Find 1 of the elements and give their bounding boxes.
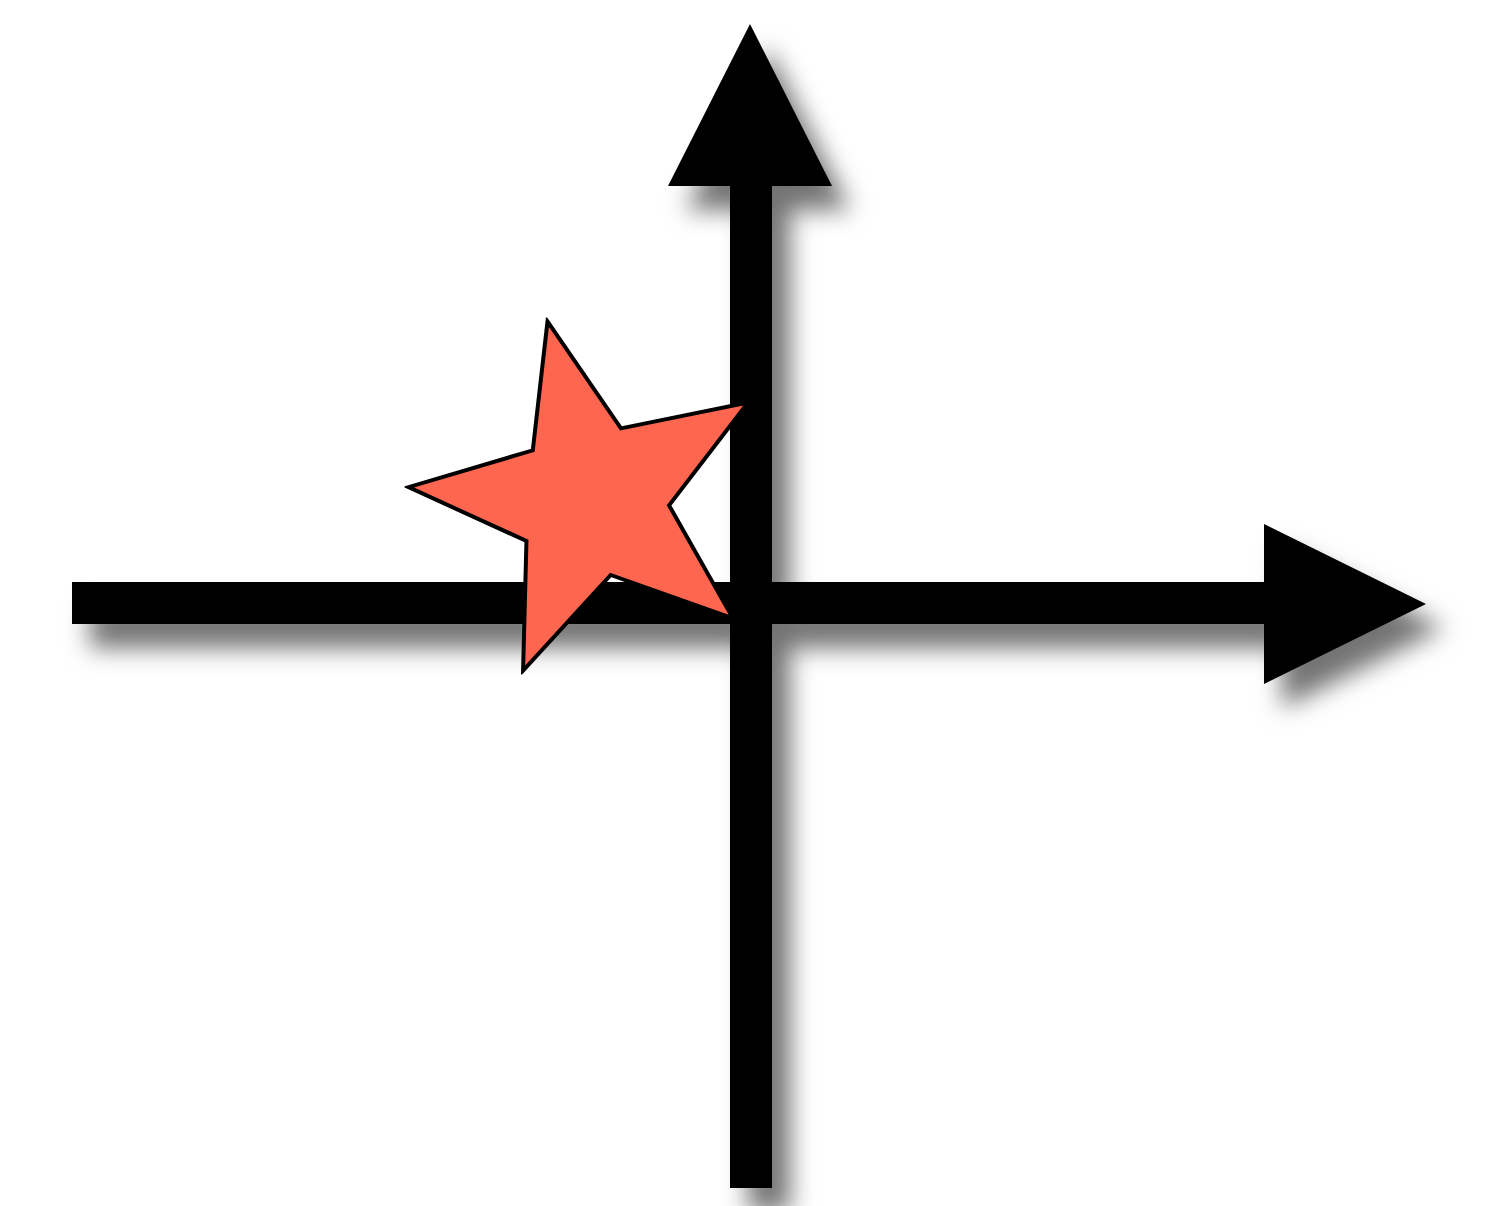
star xyxy=(408,321,749,671)
